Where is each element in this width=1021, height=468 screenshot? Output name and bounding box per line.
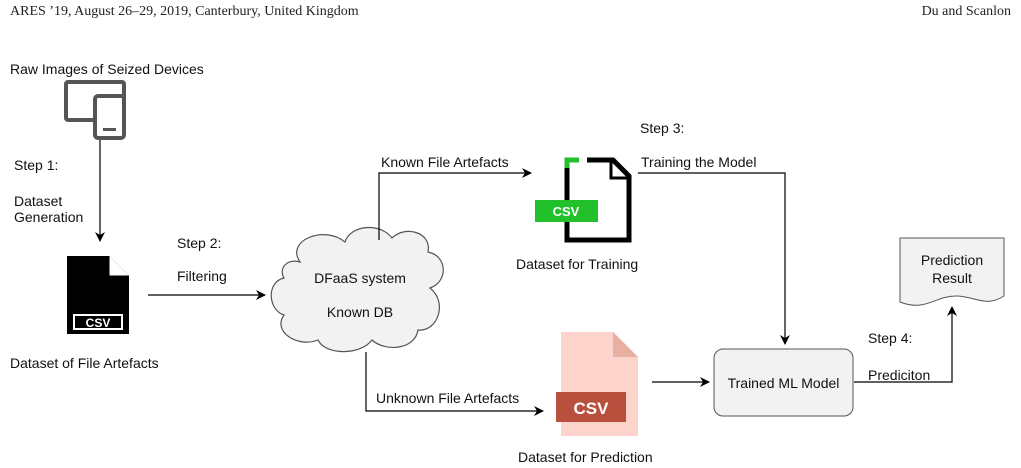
csv-file-icon-black: CSV [67,256,129,334]
step2-label: Step 2: [177,235,222,251]
running-header-left: ARES ’19, August 26–29, 2019, Canterbury… [10,4,359,19]
raw-images-label: Raw Images of Seized Devices [10,61,204,77]
arrow-known-artefacts [378,168,532,240]
step4-label: Step 4: [868,330,913,346]
known-artefacts-label: Known File Artefacts [381,154,509,170]
step1-desc-line2: Generation [14,209,84,225]
step3-label: Step 3: [640,120,685,136]
csv-label-red: CSV [574,399,610,418]
running-header-right: Du and Scanlon [921,4,1011,19]
ml-model-box [713,348,854,417]
csv-file-icon-red: CSV [556,332,638,436]
prediction-result-doc [899,237,1005,306]
ml-model-label: Trained ML Model [727,375,840,391]
step3-desc-label: Training the Model [641,154,757,170]
cloud-shape [270,226,444,353]
unknown-artefacts-label: Unknown File Artefacts [376,390,520,406]
step1-label: Step 1: [14,157,59,173]
prediction-result-line2: Result [932,270,972,286]
prediction-result-line1: Prediction [920,252,984,268]
csv-file-icon-green: CSV [535,157,632,243]
devices-icon [64,80,126,140]
dataset-training-label: Dataset for Training [516,256,639,272]
step2-desc-label: Filtering [177,268,227,284]
cloud-label-line2: Known DB [326,304,394,320]
csv-label-green: CSV [553,204,580,219]
step1-desc-line1: Dataset [14,193,63,209]
arrow-step4 [854,306,957,383]
dataset-artefacts-label: Dataset of File Artefacts [10,355,159,371]
csv-label-black: CSV [86,316,111,330]
arrow-unknown-artefacts [365,352,544,416]
cloud-label-line1: DFaaS system [314,270,406,286]
arrow-step3 [638,172,790,345]
dataset-prediction-label: Dataset for Prediction [518,449,653,465]
step4-desc-label: Prediciton [868,367,931,383]
